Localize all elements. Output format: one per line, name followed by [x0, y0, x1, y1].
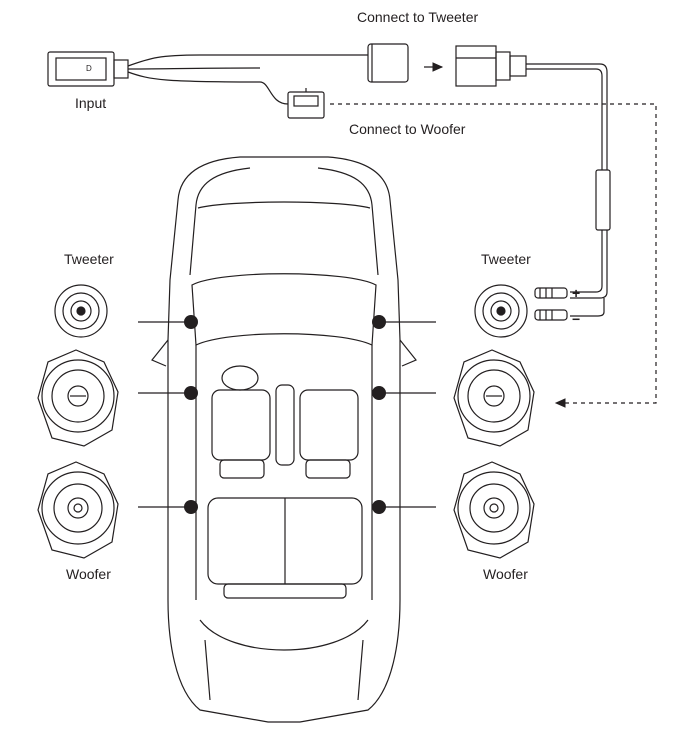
woofer-left-label: Woofer [66, 566, 111, 582]
tweeter-plug-female [367, 43, 409, 83]
mount-points [184, 315, 386, 514]
woofer-left [37, 461, 119, 559]
woofer-right [453, 461, 535, 559]
woofer-dashed-route [330, 103, 657, 408]
tweeter-left [54, 284, 108, 338]
front-seat-left [211, 389, 271, 479]
connector-mark: D [86, 64, 92, 73]
front-seat-right [299, 389, 359, 479]
center-console [275, 384, 295, 466]
mount-point-tweeter-right [372, 315, 386, 329]
tweeter-plug-male [455, 45, 527, 87]
minus-sign: − [572, 311, 580, 327]
positive-terminal [534, 287, 568, 299]
tweeter-right-label: Tweeter [481, 251, 531, 267]
tweeter-left-label: Tweeter [64, 251, 114, 267]
midrange-speaker-right [453, 349, 535, 447]
connect-to-tweeter-label: Connect to Tweeter [357, 9, 479, 25]
plus-sign: + [572, 285, 580, 301]
woofer-right-label: Woofer [483, 566, 528, 582]
mount-point-woofer-left [184, 500, 198, 514]
tweeter-right [474, 284, 528, 338]
inline-capacitor [595, 169, 611, 231]
car-body [151, 156, 417, 723]
midrange-speaker-left [37, 349, 119, 447]
woofer-plug [287, 88, 325, 119]
mount-point-woofer-right [372, 500, 386, 514]
mount-point-mid-left [184, 386, 198, 400]
steering-wheel [221, 365, 259, 391]
mount-point-mid-right [372, 386, 386, 400]
tweeter-wire [526, 63, 611, 317]
mount-point-tweeter-left [184, 315, 198, 329]
leader-lines [138, 321, 436, 508]
connect-to-woofer-label: Connect to Woofer [349, 121, 466, 137]
harness-wires [127, 54, 368, 105]
input-label: Input [75, 95, 107, 111]
negative-terminal [534, 309, 568, 321]
rear-seat [207, 497, 363, 599]
